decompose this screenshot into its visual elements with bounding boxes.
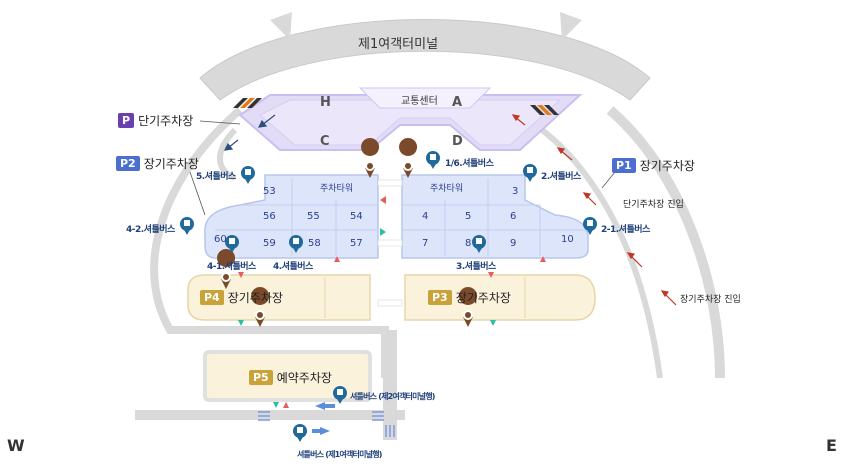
p5-text: 예약주차장	[276, 371, 332, 385]
block-55: 55	[307, 211, 320, 222]
p4-badge: P4	[200, 290, 224, 305]
p2-text: 장기주차장	[143, 157, 199, 171]
terminal-roof-spike-right	[560, 12, 582, 40]
leader-p1	[601, 171, 616, 189]
p3-badge: P3	[428, 290, 452, 305]
lot-east-grid	[402, 178, 588, 256]
block-10: 10	[561, 234, 574, 245]
p5-badge: P5	[249, 370, 273, 385]
crosswalk-center	[377, 179, 403, 307]
zone-a-label: A	[452, 95, 463, 110]
block-3: 3	[512, 186, 519, 197]
block-59: 59	[263, 238, 276, 249]
shuttle-4-2-label: 4-2.셔틀버스	[126, 225, 175, 235]
block-8: 8	[465, 238, 472, 249]
p2-parking-label[interactable]: P2 장기주차장	[116, 155, 199, 172]
block-58: 58	[308, 238, 321, 249]
p5-parking-label[interactable]: P5 예약주차장	[249, 369, 332, 386]
block-53: 53	[263, 186, 276, 197]
leader-p2	[189, 171, 206, 216]
block-4: 4	[422, 211, 429, 222]
shuttle-4-label: 4.셔틀버스	[273, 262, 313, 272]
compass-west: W	[7, 436, 25, 455]
leader-short-term	[199, 120, 241, 125]
block-54: 54	[350, 211, 363, 222]
p4-parking-label[interactable]: P4 장기주차장	[200, 289, 283, 306]
tower-east: 주차타워	[430, 184, 464, 194]
p2-badge: P2	[116, 156, 140, 171]
pin-brown-group	[217, 138, 478, 327]
zone-c-label: C	[320, 134, 330, 149]
block-56: 56	[263, 211, 276, 222]
chevron-left-icon	[233, 98, 262, 108]
shuttle-2-1-label: 2-1.셔틀버스	[601, 225, 650, 235]
shuttle-1-6-label: 1/6.셔틀버스	[445, 159, 494, 169]
shuttle-t2-label: 셔틀버스 (제2여객터미널행)	[350, 392, 435, 401]
ring-road-east	[606, 106, 725, 379]
inner-loop-road	[217, 127, 238, 181]
block-9: 9	[510, 238, 517, 249]
p3-text: 장기주차장	[455, 291, 511, 305]
shuttle-3-label: 3.셔틀버스	[456, 262, 496, 272]
block-6: 6	[510, 211, 517, 222]
direction-arrows-west	[223, 114, 276, 151]
block-7: 7	[422, 238, 429, 249]
shuttle-4-1-label: 4-1.셔틀버스	[207, 262, 256, 272]
lot-p5	[203, 350, 372, 402]
transport-center-hub	[358, 87, 492, 109]
zone-h-label: H	[320, 95, 331, 110]
p3-parking-label[interactable]: P3 장기주차장	[428, 289, 511, 306]
shuttle-2-label: 2.셔틀버스	[541, 172, 581, 182]
compass-east: E	[826, 436, 837, 455]
arrow-right-icon	[312, 427, 330, 435]
short-term-parking-label[interactable]: P 단기주차장	[118, 112, 193, 129]
shuttle-5-label: 5.셔틀버스	[196, 172, 236, 182]
block-5: 5	[465, 211, 472, 222]
block-60: 60	[214, 234, 227, 245]
terminal-roof-spike-left	[270, 12, 292, 40]
chevron-right-icon	[530, 105, 559, 115]
short-term-badge: P	[118, 113, 135, 128]
road-bottom	[135, 410, 405, 420]
shuttle-t1-label: 셔틀버스 (제1여객터미널행)	[297, 450, 382, 459]
lot-p3	[404, 274, 596, 321]
zone-d-label: D	[452, 134, 463, 149]
short-term-entry-label: 단기주차장 진입	[623, 200, 684, 210]
tower-west: 주차타워	[320, 184, 354, 194]
transport-center-inner	[259, 99, 562, 146]
direction-arrows-east	[511, 114, 677, 306]
long-term-entry-label: 장기주차장 진입	[680, 295, 741, 305]
ring-road-west	[150, 106, 389, 378]
p1-badge: P1	[612, 158, 636, 173]
p4-text: 장기주차장	[227, 291, 283, 305]
lot-east-long-term	[401, 174, 589, 259]
transport-center-label: 교통센터	[401, 96, 438, 107]
p1-text: 장기주차장	[639, 159, 695, 173]
terminal-title: 제1여객터미널	[358, 37, 439, 52]
ring-road-east-inner	[518, 112, 663, 379]
triangle-markers	[238, 196, 546, 408]
terminal-roof	[199, 19, 651, 101]
arrow-left-icon	[315, 402, 335, 410]
p1-parking-label[interactable]: P1 장기주차장	[612, 157, 695, 174]
pin-bus-group	[180, 151, 597, 442]
crosswalk-bottom	[258, 411, 395, 437]
block-57: 57	[350, 238, 363, 249]
road-vertical-center	[383, 330, 397, 440]
short-term-text: 단기주차장	[138, 114, 194, 128]
